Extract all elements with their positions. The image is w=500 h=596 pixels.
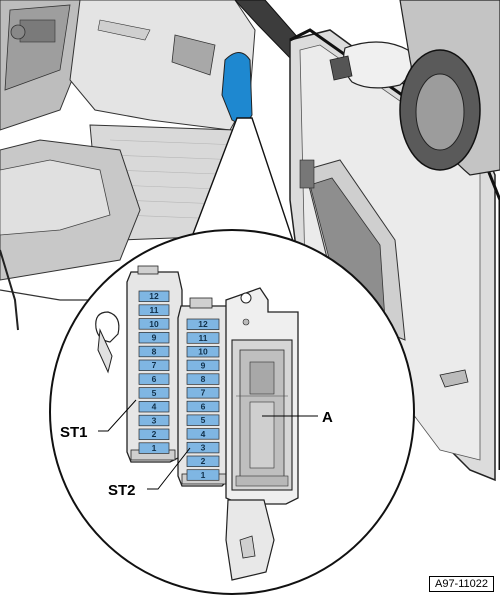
st1-fuse-4 (138, 401, 170, 413)
st2-fuse-number-11: 11 (199, 333, 208, 343)
st1-fuse-2 (138, 428, 170, 440)
st1-fuse-5 (138, 387, 170, 399)
figure-id-box: A97-11022 (428, 576, 494, 592)
st2-fuse-number-10: 10 (198, 347, 208, 357)
relay-carrier-label: A (322, 409, 333, 426)
st1-fuse-number-5: 5 (152, 388, 157, 398)
st1-fuse-number-3: 3 (152, 415, 157, 425)
st2-fuse-5 (186, 414, 220, 426)
st1-fuse-number-7: 7 (152, 360, 157, 370)
st2-fuse-number-9: 9 (201, 360, 206, 370)
st1-fuse-number-11: 11 (150, 305, 159, 315)
mounting-clip (95, 311, 120, 374)
st1-fuse-3 (138, 414, 170, 427)
st2-fuse-number-4: 4 (201, 429, 206, 439)
st2-fuse-3 (186, 441, 220, 454)
relay-carrier-a (225, 287, 299, 581)
st2-fuse-4 (186, 428, 220, 440)
st2-fuse-number-5: 5 (201, 415, 206, 425)
st1-fuse-9 (138, 332, 170, 344)
st2-fuse-number-6: 6 (201, 401, 206, 411)
st1-fuse-number-9: 9 (152, 333, 157, 343)
st2-fuse-number-8: 8 (201, 374, 206, 384)
st2-fuse-number-7: 7 (201, 388, 206, 398)
st1-fuse-7 (138, 359, 170, 371)
st1-fuse-number-2: 2 (152, 429, 157, 439)
st1-fuse-holder: 12 11 10 9 8 7 6 5 4 3 2 1 (126, 265, 183, 463)
st1-fuse-6 (138, 373, 170, 385)
st2-fuse-8 (186, 373, 220, 385)
st1-fuse-10 (138, 318, 170, 330)
st1-label: ST1 (60, 424, 88, 441)
st1-fuse-11 (138, 304, 170, 316)
st2-fuse-7 (186, 387, 220, 399)
st1-fuse-number-6: 6 (152, 374, 157, 384)
st1-fuse-number-12: 12 (149, 291, 159, 301)
st2-fuse-number-2: 2 (201, 456, 206, 466)
st2-fuse-6 (186, 400, 220, 413)
st1-fuse-number-1: 1 (152, 443, 157, 453)
st2-fuse-number-1: 1 (201, 470, 206, 480)
magnified-fuse-view: 12 11 10 9 8 7 6 5 4 3 2 1 12 11 10 9 8 7 6 5 4 3 2 1 (49, 229, 415, 595)
st2-label: ST2 (108, 482, 136, 499)
st2-fuse-9 (186, 359, 220, 372)
st2-fuse-10 (186, 346, 220, 358)
st1-fuse-1 (138, 442, 170, 454)
st1-fuse-12 (138, 290, 170, 302)
st2-fuse-12 (186, 318, 220, 330)
st2-fuse-holder: 12 11 10 9 8 7 6 5 4 3 2 1 (177, 297, 231, 487)
st1-fuse-number-8: 8 (152, 346, 157, 356)
leader-lines (98, 399, 318, 490)
st2-fuse-2 (186, 455, 220, 467)
st1-fuse-8 (138, 345, 170, 358)
st2-fuse-11 (186, 332, 220, 344)
st2-fuse-number-12: 12 (198, 319, 208, 329)
st1-fuse-number-10: 10 (149, 319, 159, 329)
st1-fuse-number-4: 4 (152, 402, 157, 412)
st2-fuse-number-3: 3 (201, 443, 206, 453)
st2-fuse-1 (186, 469, 220, 481)
